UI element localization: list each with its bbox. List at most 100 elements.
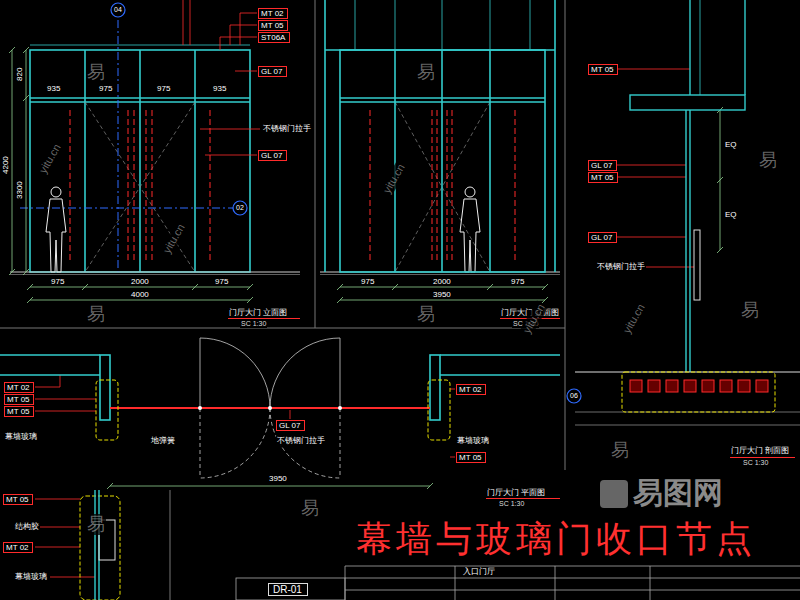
dimension-text: 975 — [360, 277, 375, 286]
material-code: MT 02 — [261, 9, 284, 18]
dimension-text: EQ — [724, 210, 738, 219]
curtain-wall-frame — [325, 0, 555, 272]
jamb-outline — [80, 496, 120, 600]
floor-construction — [648, 380, 660, 392]
leader-line — [35, 0, 694, 577]
dimension-text: 3950 — [432, 290, 452, 299]
dimension-line — [247, 297, 253, 303]
dimension-text: 975 — [156, 84, 171, 93]
dimension-text: 935 — [212, 84, 227, 93]
watermark: 易 — [610, 440, 630, 461]
leader-line — [35, 411, 96, 412]
material-tag: GL 07 — [258, 150, 287, 161]
human-figure — [46, 187, 480, 272]
watermark: 易 — [86, 514, 106, 535]
curtain-wall-frame — [355, 0, 356, 50]
floor-construction — [738, 380, 750, 392]
material-tag: ST06A — [258, 32, 290, 43]
curtain-wall-frame — [442, 0, 443, 50]
leader-line — [230, 25, 257, 45]
dimension-text: 935 — [46, 84, 61, 93]
plan-wall — [0, 354, 100, 356]
door-handle — [447, 110, 448, 262]
material-code: MT 05 — [591, 173, 614, 182]
door-frame — [30, 45, 250, 272]
material-tag: MT 02 — [456, 384, 486, 395]
leader-line — [35, 499, 80, 500]
dimension-text: 975 — [50, 277, 65, 286]
door-swing-arc — [200, 338, 270, 408]
material-code: GL 07 — [261, 151, 283, 160]
section-marker: 06 — [566, 388, 582, 404]
curtain-wall-frame — [489, 50, 491, 272]
dimension-line — [192, 284, 198, 290]
material-tag: MT 05 — [588, 172, 618, 183]
ground-line — [320, 274, 560, 275]
door-handle — [210, 110, 211, 262]
dimension-text: 2000 — [432, 277, 452, 286]
dimension-line — [82, 284, 88, 290]
view-title: 门厅大门 平面图 — [486, 488, 546, 497]
watermark: 易 — [416, 304, 436, 325]
plan-wall — [430, 355, 440, 420]
door-handle — [70, 110, 515, 262]
section-profile — [685, 110, 686, 372]
leader-line — [40, 527, 80, 528]
door-frame — [139, 50, 141, 272]
dimension-line — [27, 297, 33, 303]
material-tag: MT 02 — [4, 382, 34, 393]
dimension-text: 975 — [214, 277, 229, 286]
leader-line — [35, 399, 96, 400]
door-frame — [30, 50, 250, 272]
annotation-text: 幕墙玻璃 — [456, 436, 490, 445]
leader-line — [646, 267, 694, 268]
floor-construction — [575, 372, 800, 425]
dimension-line — [30, 300, 250, 301]
material-tag: GL 07 — [258, 66, 287, 77]
watermark: 易 — [758, 150, 778, 171]
panel-divider — [170, 490, 171, 600]
door-swing-arc — [340, 338, 341, 408]
title-block — [345, 578, 800, 579]
scale-text: SC 1:30 — [742, 459, 769, 467]
title-block — [345, 590, 800, 591]
material-code: MT 05 — [7, 407, 30, 416]
dimension-text: 3300 — [15, 180, 24, 200]
material-tag: MT 05 — [456, 452, 486, 463]
material-tag: MT 05 — [588, 64, 618, 75]
door-frame — [30, 45, 250, 46]
material-tag: GL 07 — [588, 160, 617, 171]
material-tag: MT 05 — [3, 494, 33, 505]
watermark: yitu.cn — [620, 301, 648, 337]
section-profile — [689, 0, 690, 95]
jamb-outline — [428, 380, 450, 440]
door-swing-arc — [340, 408, 341, 478]
leader-line — [205, 155, 257, 156]
door-swing-line — [395, 102, 442, 272]
door-swing-arc — [200, 408, 270, 478]
plan-wall — [0, 374, 100, 376]
floor-construction — [702, 380, 714, 392]
watermark: 易 — [416, 62, 436, 83]
material-code: GL 07 — [591, 233, 613, 242]
material-code: MT 05 — [459, 453, 482, 462]
leader-line — [290, 410, 291, 419]
watermark: yitu.cn — [520, 301, 548, 337]
material-code: MT 02 — [7, 383, 30, 392]
curtain-wall-frame — [324, 0, 326, 272]
marker-number: 06 — [570, 392, 578, 400]
dimension-line — [107, 483, 113, 489]
floor-construction — [622, 372, 775, 412]
annotation-text: 结构胶 — [14, 522, 40, 531]
jamb-outline — [80, 380, 450, 600]
marker-circle — [567, 389, 581, 403]
leader-line — [35, 375, 60, 387]
dimension-text: 3950 — [268, 474, 288, 483]
leader-line — [617, 69, 690, 70]
dimension-line — [9, 47, 15, 53]
material-code: MT 02 — [459, 385, 482, 394]
leader-line — [190, 0, 191, 45]
annotation-text: 不锈钢门拉手 — [262, 124, 312, 133]
leader-line — [200, 129, 260, 130]
plan-wall — [440, 354, 560, 356]
